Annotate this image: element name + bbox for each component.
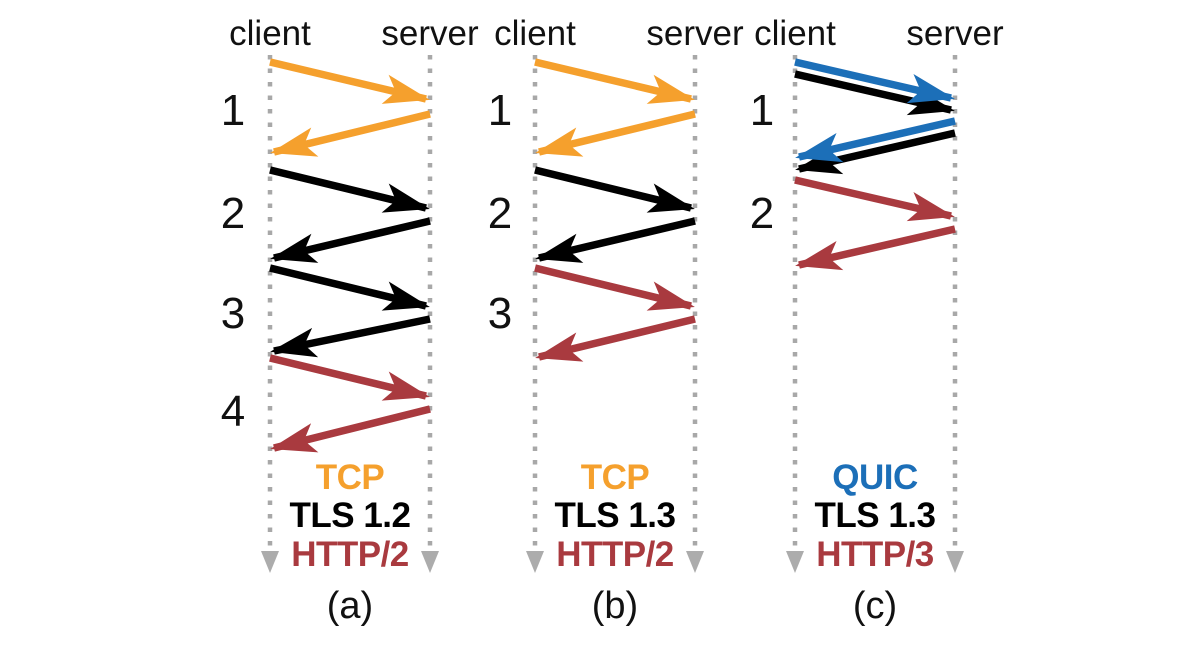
panel-b-lifelines [526, 55, 704, 573]
round-trip-number: 2 [749, 189, 775, 238]
tcp-syn-arrow [534, 58, 695, 104]
stack-label-quic: QUIC [832, 458, 918, 497]
http2-request-arrow [534, 264, 695, 311]
stack-label-tls: TLS 1.3 [554, 496, 676, 535]
quic-initial-arrow [794, 58, 955, 104]
stack-label-tls: TLS 1.2 [289, 496, 411, 535]
http2-response-arrow [270, 405, 431, 453]
panel-caption: (a) [326, 585, 374, 627]
panel-a-lifelines [261, 55, 439, 573]
round-trip-number: 4 [220, 387, 246, 436]
round-trip-number: 3 [487, 289, 513, 338]
server-label: server [906, 14, 1004, 53]
round-trip-number: 2 [487, 189, 513, 238]
http2-request-arrow [269, 354, 430, 401]
quic-initial-reply-arrow [795, 117, 956, 163]
tcp-synack-arrow [535, 110, 696, 157]
http3-response-arrow [795, 225, 956, 271]
tls13-hello-reply-arrow [535, 217, 696, 263]
stack-label-http: HTTP/2 [556, 535, 674, 574]
panel-caption: (c) [852, 585, 898, 627]
client-label: client [494, 14, 576, 53]
stack-label-tls: TLS 1.3 [814, 496, 936, 535]
panel-b-arrows [534, 58, 696, 362]
client-label: client [229, 14, 311, 53]
tls12-finish-arrow [269, 264, 430, 311]
tcp-synack-arrow [270, 110, 431, 157]
client-lifeline-arrowhead-icon [786, 551, 804, 573]
client-lifeline-arrowhead-icon [526, 551, 544, 573]
round-trip-number: 1 [220, 86, 246, 135]
tls13-hello-reply-arrow [795, 129, 956, 175]
round-trip-number: 3 [220, 289, 246, 338]
http3-request-arrow [794, 176, 955, 222]
stack-label-http: HTTP/3 [816, 535, 934, 574]
client-lifeline-arrowhead-icon [261, 551, 279, 573]
stack-label-http: HTTP/2 [291, 535, 409, 574]
server-label: server [646, 14, 744, 53]
round-trip-number: 1 [749, 86, 775, 135]
round-trip-number: 2 [220, 189, 246, 238]
tls12-hello-reply-arrow [270, 217, 431, 263]
tls13-hello-arrow [794, 70, 955, 116]
tls12-hello-arrow [269, 166, 430, 213]
panel-c-arrows [794, 58, 956, 271]
round-trip-number: 1 [487, 86, 513, 135]
server-lifeline-arrowhead-icon [946, 551, 964, 573]
server-label: server [381, 14, 479, 53]
stack-label-tcp: TCP [315, 458, 385, 497]
panel-a-arrows [269, 58, 431, 453]
panel-caption: (b) [591, 585, 639, 627]
client-label: client [754, 14, 836, 53]
http2-response-arrow [535, 315, 696, 362]
tls13-hello-arrow [534, 166, 695, 213]
server-lifeline-arrowhead-icon [686, 551, 704, 573]
stack-label-tcp: TCP [580, 458, 650, 497]
server-lifeline-arrowhead-icon [421, 551, 439, 573]
tcp-syn-arrow [269, 58, 430, 104]
tls12-finish-reply-arrow [270, 315, 431, 358]
